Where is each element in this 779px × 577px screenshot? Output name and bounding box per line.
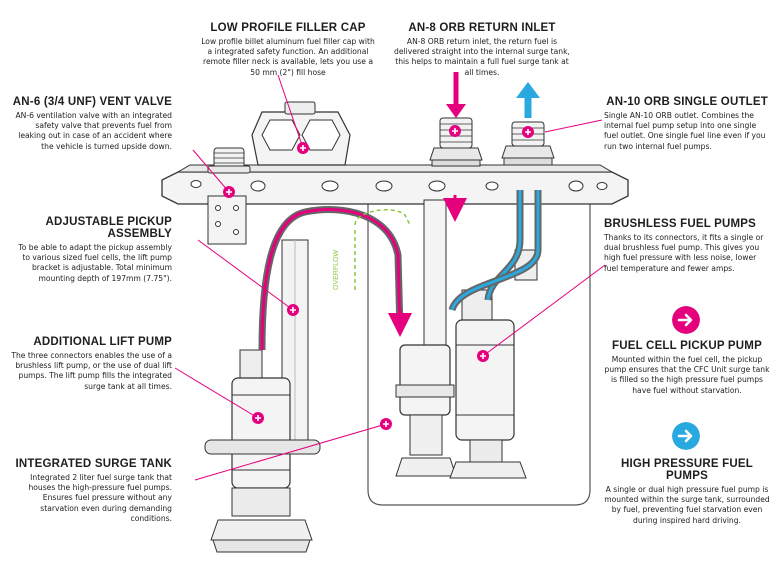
cell-pickup-pump-desc: Mounted within the fuel cell, the pickup… bbox=[604, 355, 770, 395]
vent-valve-desc: AN-6 ventilation valve with an integrate… bbox=[15, 111, 172, 151]
callout-surge-tank: INTEGRATED SURGE TANK Integrated 2 liter… bbox=[10, 458, 172, 524]
vent-bracket bbox=[207, 195, 247, 245]
surge-tank-title: INTEGRATED SURGE TANK bbox=[15, 458, 172, 470]
callout-filler-cap: LOW PROFILE FILLER CAP Low profile bille… bbox=[200, 22, 376, 78]
filler-cap bbox=[251, 101, 351, 166]
callout-pickup-assembly: ADJUSTABLE PICKUP ASSEMBLY To be able to… bbox=[10, 216, 172, 284]
overflow-label: OVERFLOW bbox=[333, 250, 340, 290]
marker-surge-tank bbox=[380, 418, 392, 430]
blue-arrow-circle-icon bbox=[672, 422, 700, 450]
surge-tank-desc: Integrated 2 liter fuel surge tank that … bbox=[28, 473, 172, 523]
cell-pickup-pump bbox=[395, 199, 457, 477]
pickup-assembly-title: ADJUSTABLE PICKUP ASSEMBLY bbox=[45, 216, 172, 240]
magenta-arrow-circle-icon bbox=[672, 306, 700, 334]
high-pressure-pumps-title: HIGH PRESSURE FUEL PUMPS bbox=[620, 458, 754, 482]
lift-pump-desc: The three connectors enables the use of … bbox=[11, 351, 172, 391]
leader-lines bbox=[174, 74, 606, 481]
marker-pickup-assembly bbox=[287, 304, 299, 316]
callout-brushless-pumps: BRUSHLESS FUEL PUMPS Thanks to its conne… bbox=[604, 218, 768, 274]
callout-lift-pump: ADDITIONAL LIFT PUMP The three connector… bbox=[10, 336, 172, 392]
marker-brushless-pumps bbox=[477, 350, 489, 362]
marker-return-inlet bbox=[449, 125, 461, 137]
single-outlet-desc: Single AN-10 ORB outlet. Combines the in… bbox=[604, 111, 766, 151]
callout-single-outlet: AN-10 ORB SINGLE OUTLET Single AN-10 ORB… bbox=[604, 96, 768, 152]
top-plate bbox=[161, 164, 629, 205]
surge-tank bbox=[367, 171, 591, 506]
marker-lift-pump bbox=[252, 412, 264, 424]
brushless-pumps-desc: Thanks to its connectors, it fits a sing… bbox=[604, 233, 764, 273]
return-inlet-desc: AN-8 ORB return inlet, the return fuel i… bbox=[394, 37, 570, 77]
brushless-pumps-title: BRUSHLESS FUEL PUMPS bbox=[604, 218, 757, 230]
markers bbox=[223, 125, 534, 430]
marker-filler-cap bbox=[297, 142, 309, 154]
vent-valve-title: AN-6 (3/4 UNF) VENT VALVE bbox=[12, 96, 172, 108]
lift-pump-assembly bbox=[204, 239, 321, 553]
cell-pickup-pump-title: FUEL CELL PICKUP PUMP bbox=[612, 340, 762, 352]
overflow-path bbox=[354, 209, 411, 226]
marker-single-outlet bbox=[522, 126, 534, 138]
single-outlet-title: AN-10 ORB SINGLE OUTLET bbox=[606, 96, 768, 108]
pickup-assembly-desc: To be able to adapt the pickup assembly … bbox=[18, 243, 172, 283]
callout-cell-pickup-pump: FUEL CELL PICKUP PUMP Mounted within the… bbox=[604, 340, 770, 396]
return-inlet-title: AN-8 ORB RETURN INLET bbox=[408, 22, 556, 34]
filler-cap-desc: Low profile billet aluminum fuel filler … bbox=[201, 37, 375, 77]
callout-vent-valve: AN-6 (3/4 UNF) VENT VALVE AN-6 ventilati… bbox=[10, 96, 172, 152]
marker-vent-valve bbox=[223, 186, 235, 198]
high-pressure-pumps-desc: A single or dual high pressure fuel pump… bbox=[604, 485, 770, 525]
lift-pump-title: ADDITIONAL LIFT PUMP bbox=[33, 336, 172, 348]
callout-high-pressure-pumps: HIGH PRESSURE FUEL PUMPS A single or dua… bbox=[604, 458, 770, 526]
vent-valve bbox=[207, 147, 251, 174]
callout-return-inlet: AN-8 ORB RETURN INLET AN-8 ORB return in… bbox=[392, 22, 572, 78]
filler-cap-title: LOW PROFILE FILLER CAP bbox=[210, 22, 366, 34]
